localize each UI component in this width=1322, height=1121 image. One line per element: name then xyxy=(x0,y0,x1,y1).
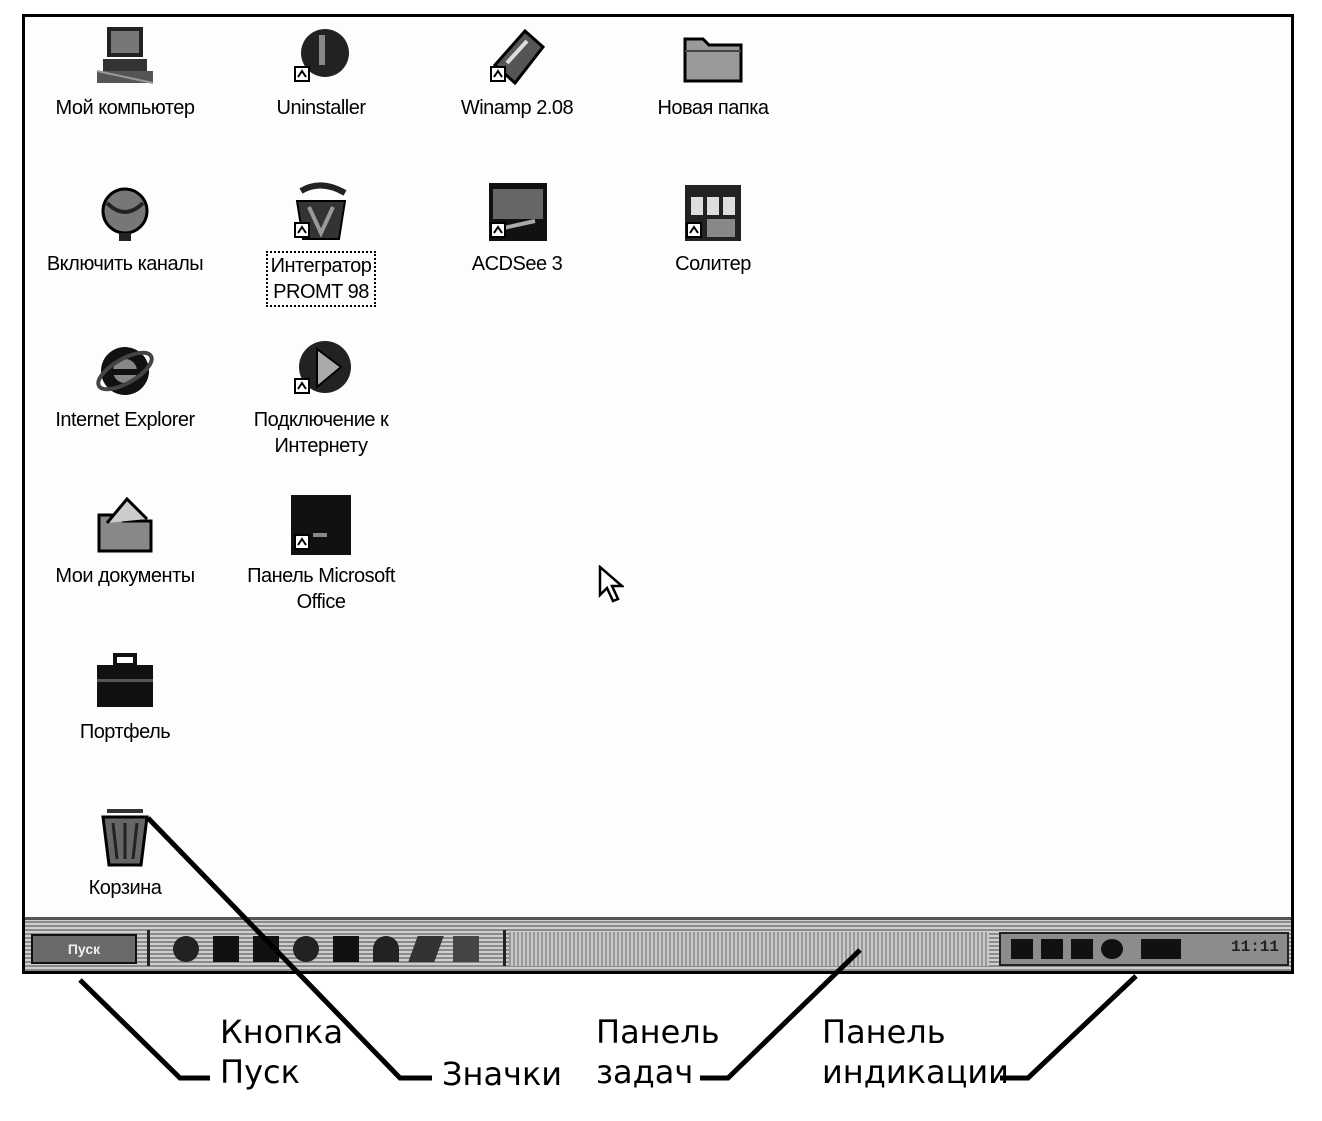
system-tray: 11:11 xyxy=(999,932,1289,966)
desktop-icon-uninstaller[interactable]: Uninstaller xyxy=(221,25,421,121)
channels-icon[interactable] xyxy=(293,936,319,962)
task-buttons-area[interactable] xyxy=(509,932,989,966)
quick-launch-bar xyxy=(165,932,505,966)
channels-globe-icon xyxy=(101,187,149,241)
desktop-icon-label: Подключение к Интернету xyxy=(253,409,389,457)
my-documents-icon xyxy=(97,496,153,553)
clock[interactable]: 11:11 xyxy=(1230,938,1279,956)
desktop-icon-promt[interactable]: Интегратор PROMT 98 xyxy=(221,181,421,307)
desktop-icon-label: Включить каналы xyxy=(46,253,204,275)
callout-line-taskbar xyxy=(700,948,862,1081)
desktop-icon-label: Winamp 2.08 xyxy=(460,97,574,119)
desktop-icon-label: Internet Explorer xyxy=(55,409,195,431)
desktop-icon-label: ACDSee 3 xyxy=(471,253,563,275)
callout-line-start xyxy=(78,978,210,1081)
callout-start-button: Кнопка Пуск xyxy=(220,1013,344,1091)
desktop-icon-new-folder[interactable]: Новая папка xyxy=(613,25,813,121)
callout-line-icons xyxy=(146,816,432,1081)
help-icon[interactable] xyxy=(373,936,399,962)
recycle-bin-icon xyxy=(101,809,149,867)
desktop-icon-label: Новая папка xyxy=(657,97,769,119)
desktop-icon-label: Корзина xyxy=(88,877,162,899)
briefcase-icon xyxy=(97,653,153,707)
desktop-icon-solitaire[interactable]: Солитер xyxy=(613,181,813,277)
speaker-icon[interactable] xyxy=(1011,939,1033,959)
taskbar: Пуск 11:11 xyxy=(25,917,1291,971)
desktop-icon-office-panel[interactable]: Панель Microsoft Office xyxy=(221,493,421,615)
callout-line-tray xyxy=(1000,974,1138,1081)
callout-tray: Панель индикации xyxy=(822,1013,1009,1091)
solitaire-icon xyxy=(685,185,741,241)
folder-icon xyxy=(683,37,743,83)
desktop-icon-label: Мои документы xyxy=(55,565,195,587)
monitor-icon[interactable] xyxy=(1071,939,1093,959)
internet-explorer-icon xyxy=(96,347,154,395)
taskbar-separator xyxy=(147,930,150,966)
winamp-icon xyxy=(490,28,546,86)
desktop-icon-label: Мой компьютер xyxy=(55,97,195,119)
desktop-icon-internet-connection[interactable]: Подключение к Интернету xyxy=(221,337,421,459)
computer-icon xyxy=(96,27,154,84)
mouse-pointer-icon xyxy=(598,565,624,603)
desktop-icon-label: Uninstaller xyxy=(276,97,366,119)
explorer-icon[interactable] xyxy=(333,936,359,962)
desktop-icon-channels[interactable]: Включить каналы xyxy=(25,181,225,277)
network-icon[interactable] xyxy=(1101,939,1123,959)
desktop-icon[interactable] xyxy=(173,936,199,962)
desktop-icon-label: Интегратор PROMT 98 xyxy=(265,251,377,307)
callout-icons: Значки xyxy=(442,1055,563,1093)
desktop-icon-internet-explorer[interactable]: Internet Explorer xyxy=(25,337,225,433)
taskbar-separator xyxy=(503,930,506,966)
internet-connection-icon xyxy=(294,341,351,394)
desktop-icon-label: Солитер xyxy=(675,253,751,275)
callout-taskbar: Панель задач xyxy=(596,1013,720,1091)
desktop-icon-recycle-bin[interactable]: Корзина xyxy=(25,805,225,901)
desktop-icon-my-documents[interactable]: Мои документы xyxy=(25,493,225,589)
ie-icon[interactable] xyxy=(213,936,239,962)
promt-icon xyxy=(294,182,347,240)
start-button[interactable]: Пуск xyxy=(31,934,137,964)
start-button-label: Пуск xyxy=(67,941,101,957)
desktop[interactable]: Мой компьютер Uninstaller Winamp 2.08 Но… xyxy=(22,14,1294,974)
acdsee-icon xyxy=(489,183,547,241)
office-panel-icon xyxy=(291,495,351,555)
desktop-icon-label: Панель Microsoft Office xyxy=(247,565,395,613)
mail-icon[interactable] xyxy=(453,936,479,962)
language-icon[interactable] xyxy=(1141,939,1181,959)
desktop-icon-briefcase[interactable]: Портфель xyxy=(25,649,225,745)
desktop-icon-my-computer[interactable]: Мой компьютер xyxy=(25,25,225,121)
desktop-icon-winamp[interactable]: Winamp 2.08 xyxy=(417,25,617,121)
keyboard-icon[interactable] xyxy=(1041,939,1063,959)
desktop-icon-acdsee[interactable]: ACDSee 3 xyxy=(417,181,617,277)
desktop-icon-label: Портфель xyxy=(79,721,171,743)
uninstaller-icon xyxy=(294,29,349,82)
